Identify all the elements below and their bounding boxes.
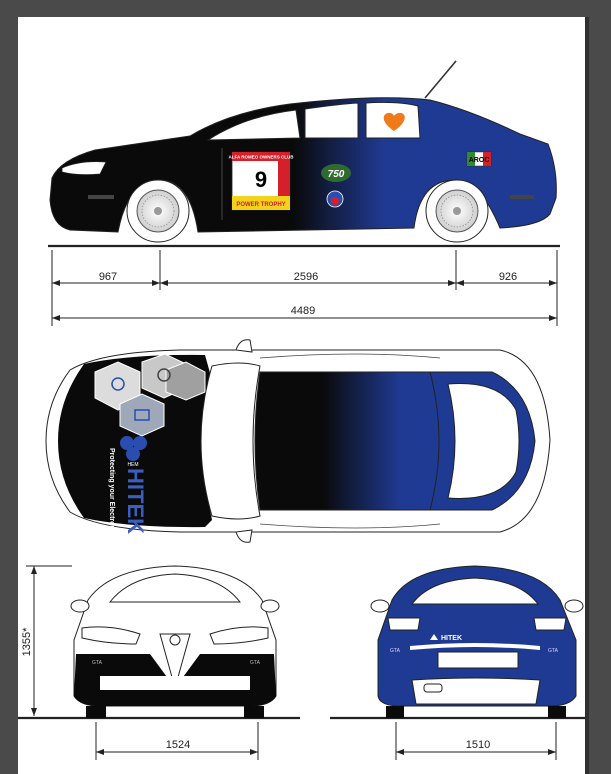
front-windshield — [108, 573, 242, 603]
blueprint-sheet: ALFA ROMEO OWNERS CLUB 9 POWER TROPHY 75… — [18, 17, 585, 774]
side-headlight — [61, 161, 107, 176]
svg-text:HEM: HEM — [127, 462, 138, 468]
top-side-line-left — [259, 353, 441, 359]
rear-taillight-right — [533, 617, 567, 631]
front-tyre-left — [86, 706, 106, 718]
race-number-panel: ALFA ROMEO OWNERS CLUB 9 POWER TROPHY — [228, 151, 294, 211]
heart-sticker — [383, 112, 405, 131]
front-badge-right: GTA — [250, 660, 261, 666]
antenna — [424, 60, 457, 99]
side-badge-rear — [510, 195, 534, 199]
sponsor-name-top: HITEK — [123, 468, 148, 534]
rear-mirror-left-icon — [370, 599, 390, 613]
front-bumper-livery — [74, 654, 276, 706]
dim-overall-length: 4489 — [291, 305, 315, 317]
rear-badge-text: HITEK — [441, 635, 462, 642]
rear-dimensions: 1510 — [395, 722, 557, 760]
front-tyre-right — [244, 706, 264, 718]
svg-text:AROC: AROC — [469, 157, 490, 164]
rear-tyre-left — [386, 706, 404, 718]
side-dimensions: 967 2596 926 4489 — [51, 250, 558, 326]
top-rear-window — [447, 383, 520, 499]
round-badge-icon — [326, 190, 344, 208]
rear-view: HITEK GTA GTA — [330, 565, 585, 720]
dim-front-track: 1524 — [166, 739, 190, 751]
front-badge-left: GTA — [92, 660, 103, 666]
rear-wheel — [425, 179, 489, 243]
top-view: HEM HITEK Protecting your Electronics — [45, 339, 551, 543]
side-view: ALFA ROMEO OWNERS CLUB 9 POWER TROPHY 75… — [48, 60, 560, 248]
dim-rear-track: 1510 — [466, 739, 490, 751]
rear-window — [410, 577, 540, 605]
front-dimensions: 1355* 1524 — [21, 565, 259, 760]
rear-badge-left: GTA — [390, 648, 401, 654]
side-badge-front — [88, 195, 114, 199]
front-wheel — [126, 179, 190, 243]
side-window-front — [206, 109, 301, 141]
alfa-badge-icon — [169, 634, 181, 646]
svg-text:750: 750 — [328, 169, 345, 180]
series-name: POWER TROPHY — [236, 202, 285, 208]
front-mirror-right-icon — [260, 599, 280, 613]
top-windshield — [200, 362, 261, 520]
top-roof — [254, 371, 449, 511]
mirror-right-icon — [235, 529, 253, 543]
rear-chrome-bar — [410, 643, 540, 650]
rear-mirror-right-icon — [564, 599, 584, 613]
front-plate-area — [100, 676, 250, 690]
side-window-door — [304, 102, 359, 139]
race-number: 9 — [255, 167, 267, 192]
car-blueprint: ALFA ROMEO OWNERS CLUB 9 POWER TROPHY 75… — [18, 60, 585, 760]
front-headlight-left — [81, 626, 141, 645]
front-headlight-right — [209, 626, 269, 645]
club-banner: ALFA ROMEO OWNERS CLUB — [228, 155, 294, 160]
dim-height: 1355* — [21, 627, 33, 656]
mirror-left-icon — [235, 339, 253, 353]
aroc-logo: AROC — [466, 151, 492, 167]
sponsor-tagline: Protecting your Electronics — [108, 448, 115, 540]
top-side-line-right — [259, 523, 441, 529]
hex-graphics — [94, 353, 206, 437]
rear-sponsor-badge: HITEK — [430, 634, 462, 642]
front-mirror-left-icon — [70, 599, 90, 613]
dim-front-overhang: 967 — [99, 271, 117, 283]
green-club-logo: 750 — [321, 164, 351, 182]
rear-exhaust-icon — [423, 683, 443, 693]
front-grille-shield — [159, 633, 191, 690]
dim-rear-overhang: 926 — [499, 271, 517, 283]
rear-diffuser — [411, 677, 541, 705]
rear-tyre-right — [548, 706, 566, 718]
rear-plate-area — [437, 651, 519, 669]
dim-wheelbase: 2596 — [294, 271, 318, 283]
rear-badge-right: GTA — [548, 648, 559, 654]
front-view: GTA GTA — [18, 565, 300, 720]
hem-badge-icon: HEM — [120, 436, 147, 468]
rear-taillight-left — [387, 617, 421, 631]
